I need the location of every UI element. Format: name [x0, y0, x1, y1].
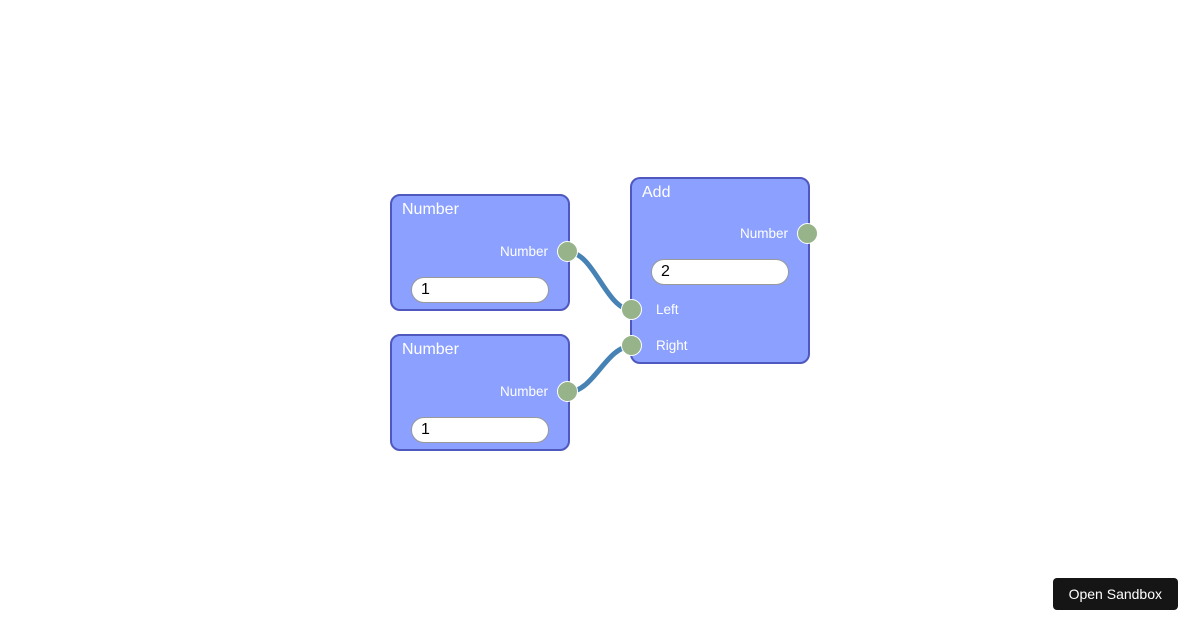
node-number-1[interactable]: Number Number [390, 194, 578, 311]
connection-number2-to-add-right[interactable] [567, 343, 633, 395]
output-label-number: Number [739, 226, 788, 241]
node-add[interactable]: Add Number Left Right [621, 177, 818, 364]
output-socket-number[interactable] [797, 223, 818, 244]
open-sandbox-button[interactable]: Open Sandbox [1052, 578, 1178, 610]
input-socket-left[interactable] [621, 299, 642, 320]
node-title: Add [642, 184, 671, 201]
input-socket-right[interactable] [621, 335, 642, 356]
output-socket-number[interactable] [557, 241, 578, 262]
input-label-right: Right [656, 338, 688, 353]
node-title: Number [402, 341, 459, 358]
connection-number1-to-add-left[interactable] [567, 249, 633, 313]
number-value-input[interactable] [411, 417, 549, 443]
output-label-number: Number [499, 244, 548, 259]
output-label-number: Number [499, 384, 548, 399]
number-value-input[interactable] [411, 277, 549, 303]
output-socket-number[interactable] [557, 381, 578, 402]
input-label-left: Left [656, 302, 679, 317]
node-number-2[interactable]: Number Number [390, 334, 578, 451]
add-value-input[interactable] [651, 259, 789, 285]
node-title: Number [402, 201, 459, 218]
